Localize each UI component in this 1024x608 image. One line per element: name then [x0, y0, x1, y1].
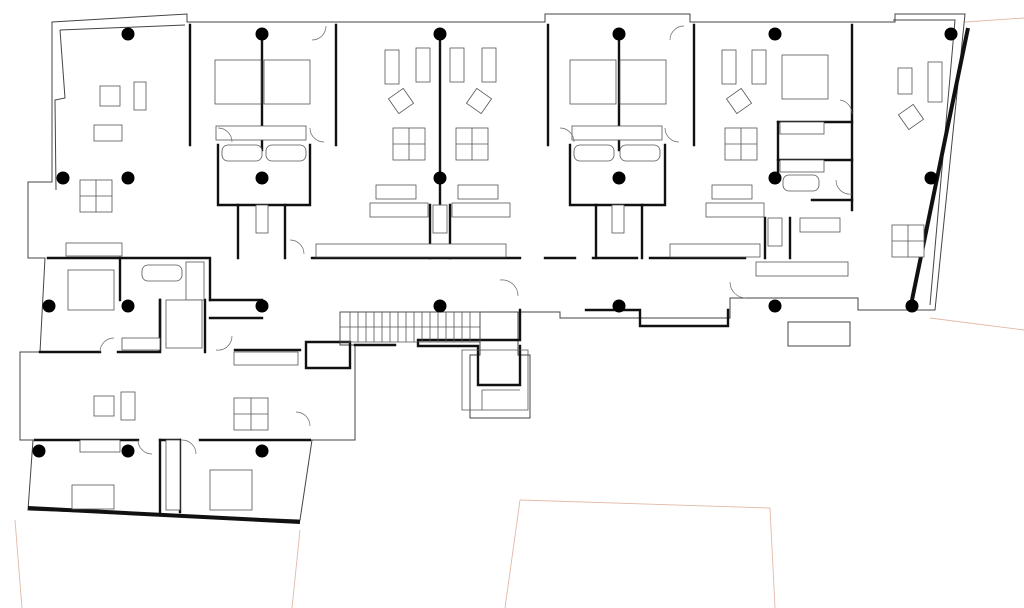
column-1-4	[612, 27, 626, 41]
column-2-5	[612, 171, 626, 185]
column-2-4	[433, 171, 447, 185]
living-furniture	[93, 47, 943, 421]
column-1-2	[255, 27, 269, 41]
column-3-1	[42, 299, 56, 313]
beds	[67, 54, 829, 511]
dining-tables	[79, 127, 925, 431]
column-1-5	[768, 27, 782, 41]
column-4-3	[255, 444, 269, 458]
site-boundary	[14, 17, 1024, 608]
column-3-7	[905, 299, 919, 313]
column-1-6	[944, 27, 958, 41]
column-2-1	[56, 171, 70, 185]
door-swings	[99, 25, 853, 455]
column-4-1	[32, 444, 46, 458]
column-3-6	[768, 299, 782, 313]
column-3-2	[121, 299, 135, 313]
column-2-3	[255, 171, 269, 185]
stair-core	[339, 311, 529, 411]
column-1-3	[433, 27, 447, 41]
column-4-2	[121, 444, 135, 458]
column-3-5	[612, 299, 626, 313]
column-1-1	[121, 27, 135, 41]
column-2-2	[121, 171, 135, 185]
kitchen-counters	[65, 184, 849, 366]
bathrooms	[79, 121, 825, 511]
column-3-3	[255, 299, 269, 313]
column-3-4	[433, 299, 447, 313]
structural-columns	[32, 27, 958, 458]
building-outline	[19, 13, 966, 521]
column-2-7	[924, 171, 938, 185]
column-2-6	[768, 171, 782, 185]
